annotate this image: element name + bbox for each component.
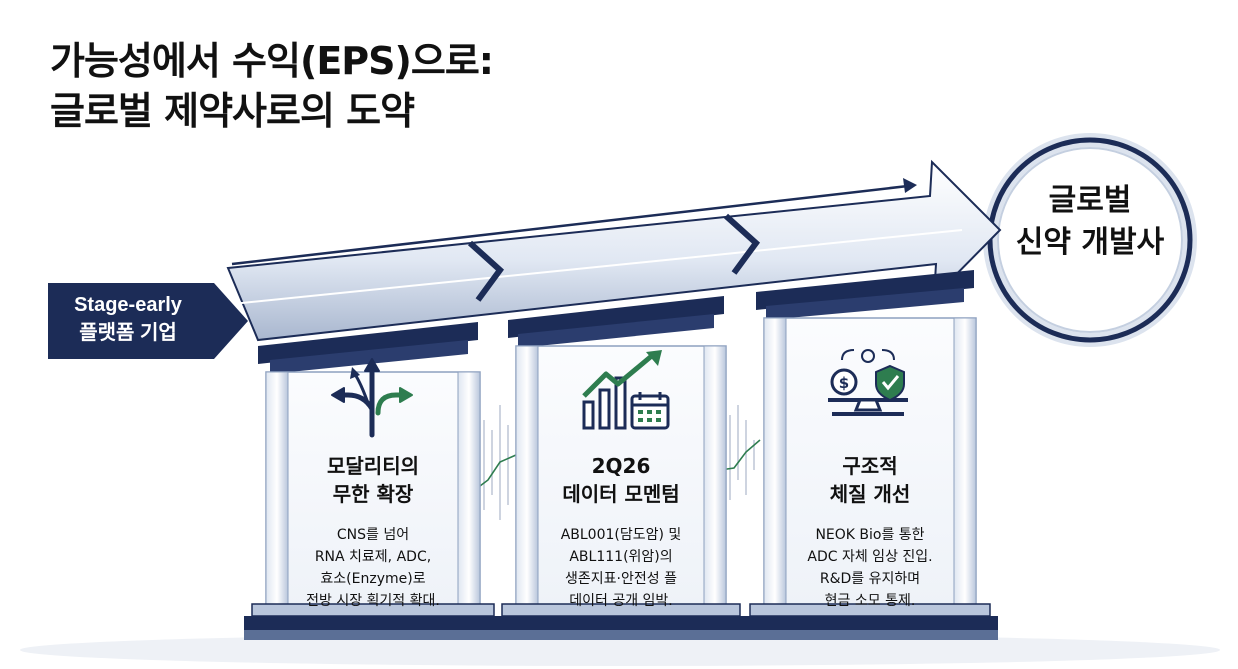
pillar-2-body-line-3: 생존지표·안전성 플: [565, 571, 677, 587]
balance-scale-shield-icon: $: [828, 349, 908, 416]
pillar-3: [742, 270, 998, 640]
pillar-1-body-line-1: CNS를 넘어: [336, 527, 410, 543]
svg-text:$: $: [839, 374, 849, 392]
goal-label: 글로벌 신약 개발사: [990, 180, 1190, 264]
goal-line-1: 글로벌: [1048, 183, 1132, 218]
pillar-1-body-line-3: 효소(Enzyme)로: [320, 571, 426, 587]
pillar-2-heading-line-1: 2Q26: [591, 454, 651, 478]
pillar-1-body-line-4: 전방 시장 획기적 확대.: [306, 593, 440, 609]
page-title: 가능성에서 수익(EPS)으로: 글로벌 제약사로의 도약: [50, 36, 494, 136]
diverging-arrows-icon: [331, 358, 413, 438]
pillar-3-text: 구조적 체질 개선 NEOK Bio를 통한 ADC 자체 임상 진입. R&D…: [786, 452, 954, 612]
title-line-1: 가능성에서 수익(EPS)으로:: [50, 39, 494, 83]
goal-line-2: 신약 개발사: [1015, 225, 1165, 260]
start-tag-shape: [48, 283, 248, 359]
main-arrow: [226, 159, 1002, 342]
pillar-2-heading-line-2: 데이터 모멘텀: [562, 482, 680, 506]
pillar-3-body-line-3: R&D를 유지하며: [819, 571, 921, 587]
pillar-2-text: 2Q26 데이터 모멘텀 ABL001(담도암) 및 ABL111(위암)의 생…: [538, 452, 704, 612]
start-tag-line-2: 플랫폼 기업: [79, 322, 177, 344]
growth-chart-calendar-icon: [582, 350, 670, 430]
pillar-2-body-line-4: 데이터 공개 임박.: [569, 593, 673, 609]
pillar-3-heading-line-2: 체질 개선: [829, 482, 911, 506]
pillar-3-body-line-1: NEOK Bio를 통한: [815, 527, 925, 543]
pillar-2-body-line-1: ABL001(담도암) 및: [560, 527, 682, 543]
top-arrow-line: [231, 178, 917, 266]
pillar-1-heading-line-2: 무한 확장: [332, 482, 414, 506]
pillar-3-body-line-4: 현금 소모 통제.: [824, 593, 916, 609]
start-tag-line-1: Stage-early: [74, 294, 182, 316]
goal-circle: [983, 133, 1197, 347]
title-line-2: 글로벌 제약사로의 도약: [50, 89, 415, 133]
start-tag: Stage-early 플랫폼 기업: [48, 283, 208, 359]
pillar-2-body-line-2: ABL111(위암)의: [569, 549, 673, 565]
pillar-1-body-line-2: RNA 치료제, ADC,: [314, 549, 432, 565]
pillar-1-heading-line-1: 모달리티의: [327, 454, 419, 478]
pillar-3-body-line-2: ADC 자체 임상 진입.: [807, 549, 933, 565]
pillar-3-heading-line-1: 구조적: [842, 454, 898, 478]
floor-shadow: [20, 634, 1220, 666]
pillar-1-text: 모달리티의 무한 확장 CNS를 넘어 RNA 치료제, ADC, 효소(Enz…: [288, 452, 458, 612]
